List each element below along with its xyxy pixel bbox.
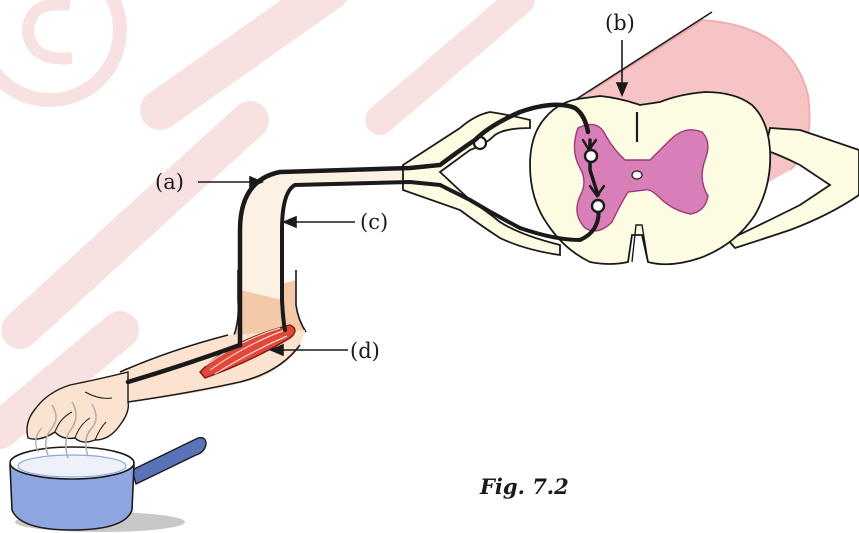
figure-caption: Fig. 7.2 [479, 474, 569, 499]
label-d: (d) [350, 339, 380, 363]
label-a: (a) [155, 170, 184, 194]
label-c: (c) [360, 210, 388, 234]
nerve-bundle [240, 170, 410, 300]
label-b: (b) [605, 11, 635, 35]
